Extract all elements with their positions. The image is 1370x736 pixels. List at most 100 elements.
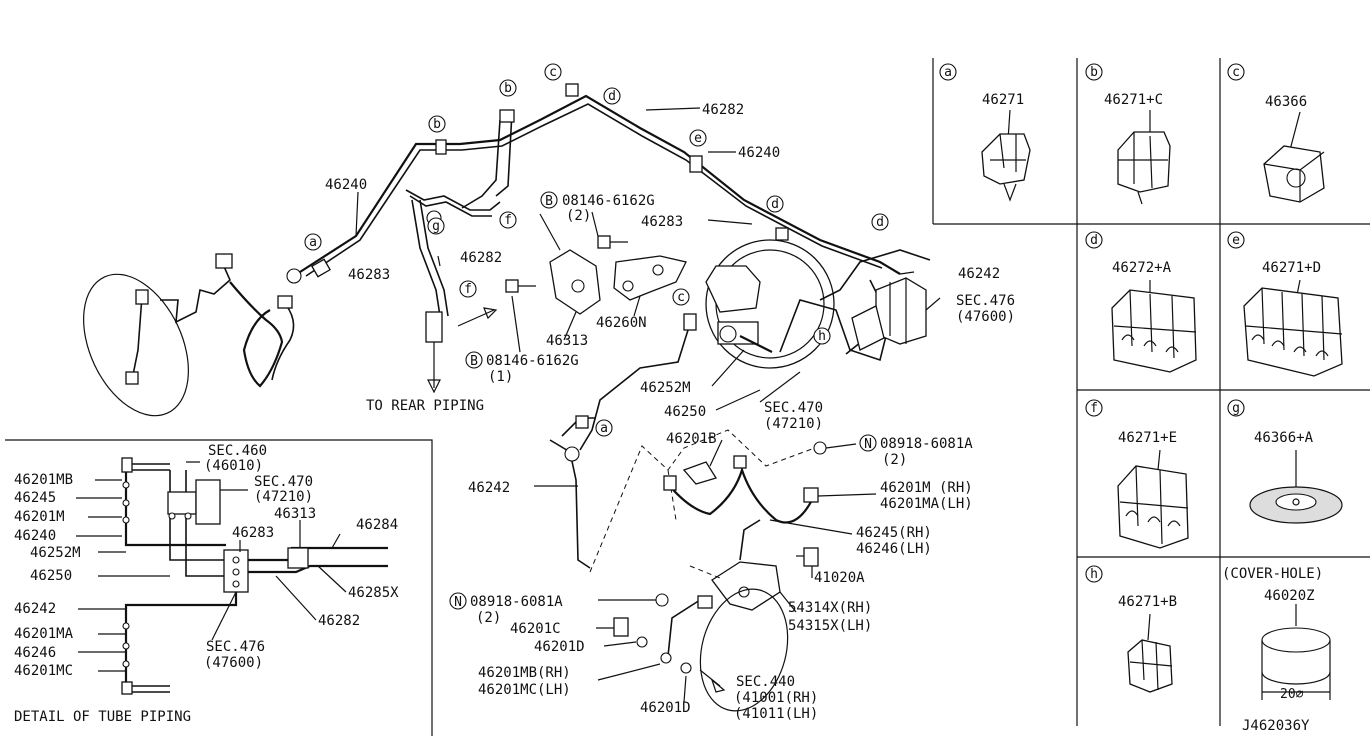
callout-letter: d bbox=[771, 197, 779, 212]
main-part-labels: 46240 46282 46240 46283 46282 46283 4624… bbox=[325, 102, 1015, 722]
catalog-letter-h: h bbox=[1090, 567, 1098, 582]
part-label: 46201MA(LH) bbox=[880, 496, 973, 512]
detail-label: 46245 bbox=[14, 490, 56, 506]
part-label: 46246(LH) bbox=[856, 541, 932, 557]
part-label: 46240 bbox=[738, 145, 780, 161]
part-label: 46201D bbox=[640, 700, 691, 716]
callout-letter: b bbox=[433, 117, 441, 132]
part-label: 46282 bbox=[702, 102, 744, 118]
part-label: SEC.440 bbox=[736, 674, 795, 690]
part-label: (2) bbox=[882, 452, 907, 468]
part-label: (1) bbox=[488, 369, 513, 385]
part-label: (2) bbox=[566, 208, 591, 224]
detail-label: 46252M bbox=[30, 545, 81, 561]
part-label: 46201MC(LH) bbox=[478, 682, 571, 698]
detail-label: SEC.476 bbox=[206, 639, 265, 655]
clip-f-drawing bbox=[1117, 449, 1189, 549]
nut-marker: N bbox=[864, 437, 872, 452]
cover-hole-caption: (COVER-HOLE) bbox=[1222, 566, 1323, 582]
part-label: 46201M (RH) bbox=[880, 480, 973, 496]
part-label: 46245(RH) bbox=[856, 525, 932, 541]
clip-catalog: a b c d e f g h 46271 46271+C 46366 4627… bbox=[932, 58, 1370, 726]
part-label: (2) bbox=[476, 610, 501, 626]
detail-label: 46313 bbox=[274, 506, 316, 522]
catalog-letter-b: b bbox=[1090, 65, 1098, 80]
detail-label: 46250 bbox=[30, 568, 72, 584]
part-label: 46201B bbox=[666, 431, 717, 447]
part-label: SEC.476 bbox=[956, 293, 1015, 309]
part-label: 46201D bbox=[534, 639, 585, 655]
cover-hole-part: 46020Z bbox=[1264, 588, 1315, 604]
bolt-marker: B bbox=[545, 194, 553, 209]
part-label: (41011(LH) bbox=[734, 706, 818, 722]
detail-label: 46282 bbox=[318, 613, 360, 629]
detail-label: SEC.460 bbox=[208, 443, 267, 459]
part-label: 46242 bbox=[468, 480, 510, 496]
catalog-part-b: 46271+C bbox=[1104, 92, 1163, 108]
detail-label: 46201MC bbox=[14, 663, 73, 679]
callout-letter: c bbox=[677, 290, 685, 305]
part-label: 08918-6081A bbox=[470, 594, 563, 610]
detail-label: 46201MA bbox=[14, 626, 74, 642]
callout-letter: f bbox=[504, 213, 512, 228]
clip-e-drawing bbox=[1243, 279, 1343, 377]
catalog-letter-a: a bbox=[944, 65, 952, 80]
detail-label: 46201M bbox=[14, 509, 65, 525]
part-label: 46242 bbox=[958, 266, 1000, 282]
clip-g-grommet bbox=[1249, 450, 1343, 524]
part-label: (47600) bbox=[956, 309, 1015, 325]
callout-letter: e bbox=[694, 131, 702, 146]
callout-letter: b bbox=[504, 81, 512, 96]
part-label: 46313 bbox=[546, 333, 588, 349]
part-label: 08146-6162G bbox=[562, 193, 655, 209]
detail-label: 46242 bbox=[14, 601, 56, 617]
part-label: 46240 bbox=[325, 177, 367, 193]
callout-letter: h bbox=[818, 329, 826, 344]
detail-label: 46246 bbox=[14, 645, 56, 661]
detail-label: (47600) bbox=[204, 655, 263, 671]
part-label: 54315X(LH) bbox=[788, 618, 872, 634]
part-label: 46283 bbox=[348, 267, 390, 283]
part-label: (47210) bbox=[764, 416, 823, 432]
part-label: 41020A bbox=[814, 570, 865, 586]
diagram-code: J462036Y bbox=[1242, 718, 1310, 734]
catalog-part-a: 46271 bbox=[982, 92, 1024, 108]
callout-letter: d bbox=[876, 215, 884, 230]
catalog-letters: a b c d e f g h bbox=[939, 63, 1245, 583]
callout-letter: a bbox=[309, 235, 317, 250]
part-label: 54314X(RH) bbox=[788, 600, 872, 616]
part-label: 08918-6081A bbox=[880, 436, 973, 452]
detail-piping-drawing bbox=[76, 457, 388, 695]
catalog-letter-e: e bbox=[1232, 233, 1240, 248]
bolt-marker: B bbox=[470, 354, 478, 369]
tube-piping-detail: DETAIL OF TUBE PIPING 46201MB 46245 4620… bbox=[5, 439, 433, 736]
callout-letter: d bbox=[608, 89, 616, 104]
clip-d-drawing bbox=[1111, 280, 1197, 373]
catalog-part-g: 46366+A bbox=[1254, 430, 1314, 446]
catalog-letter-d: d bbox=[1090, 233, 1098, 248]
detail-label: (46010) bbox=[204, 458, 263, 474]
callout-letter: a bbox=[600, 421, 608, 436]
cover-hole-drawing: 20⌀ bbox=[1261, 604, 1331, 702]
detail-title: DETAIL OF TUBE PIPING bbox=[14, 709, 191, 725]
part-label: 46201MB(RH) bbox=[478, 665, 571, 681]
circle-callouts: b c d b e a g f f d d c h a bbox=[304, 63, 889, 437]
catalog-letter-f: f bbox=[1090, 401, 1098, 416]
catalog-part-c: 46366 bbox=[1265, 94, 1307, 110]
detail-label: SEC.470 bbox=[254, 474, 313, 490]
catalog-letter-g: g bbox=[1232, 401, 1240, 416]
catalog-part-d: 46272+A bbox=[1112, 260, 1172, 276]
callout-letter: g bbox=[432, 219, 440, 234]
part-label: 08146-6162G bbox=[486, 353, 579, 369]
clip-h-drawing bbox=[1127, 613, 1173, 693]
detail-label: 46240 bbox=[14, 528, 56, 544]
clip-c-drawing bbox=[1263, 111, 1325, 203]
catalog-part-h: 46271+B bbox=[1118, 594, 1177, 610]
nut-marker: N bbox=[454, 595, 462, 610]
cover-hole-dimension: 20⌀ bbox=[1280, 687, 1304, 702]
part-label: 46260N bbox=[596, 315, 647, 331]
clip-b-drawing bbox=[1117, 110, 1171, 205]
catalog-part-e: 46271+D bbox=[1262, 260, 1321, 276]
part-label: 46250 bbox=[664, 404, 706, 420]
